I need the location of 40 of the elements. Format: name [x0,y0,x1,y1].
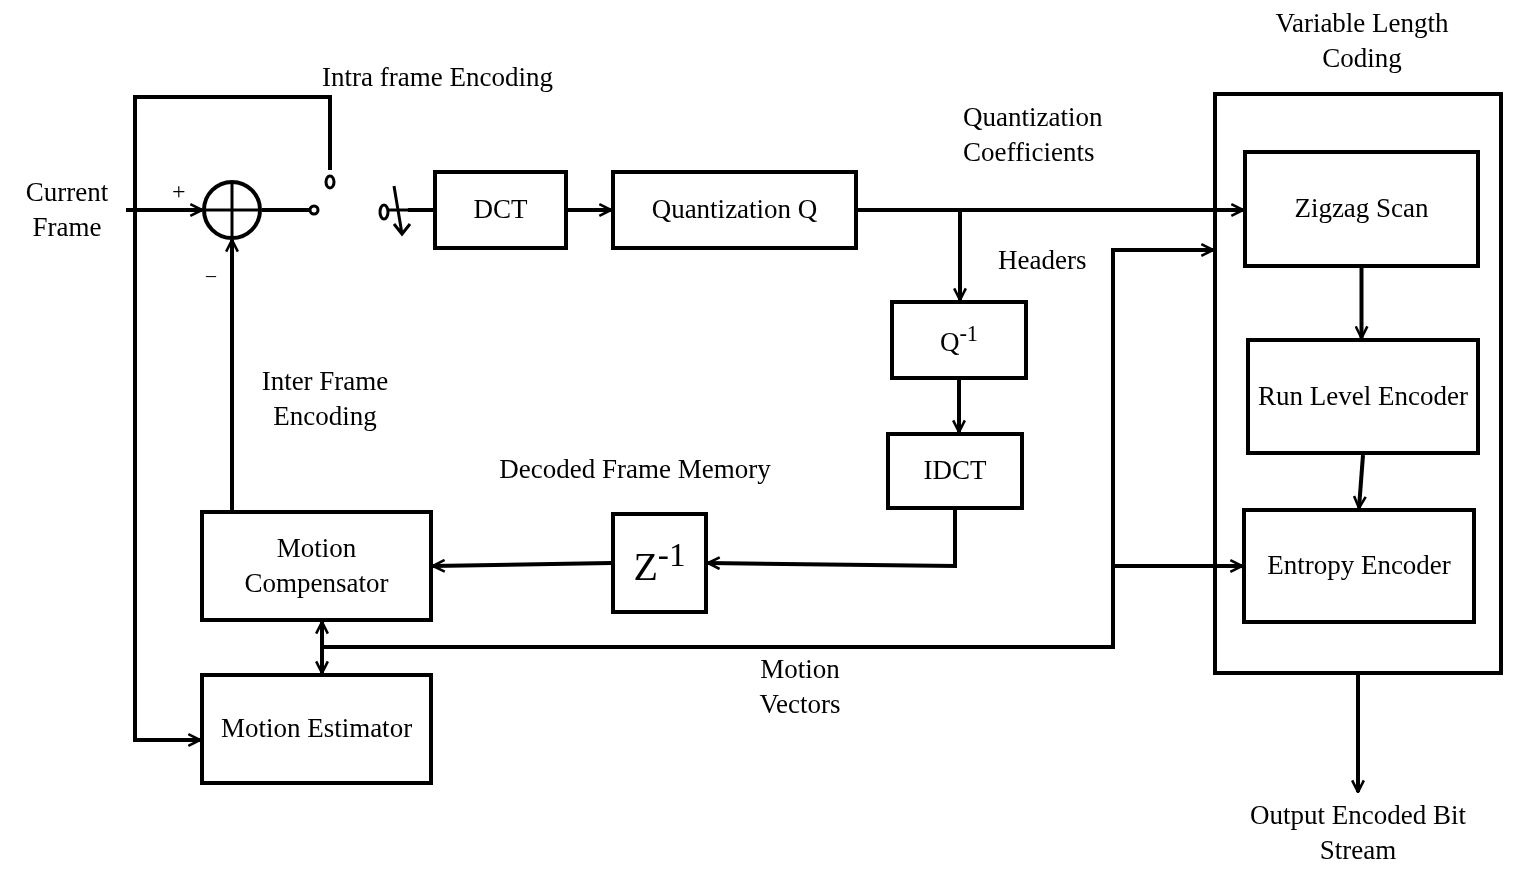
box-label: Motion Estimator [220,712,413,746]
arrow [1350,675,1366,794]
caption-text: Decoded Frame Memory [498,453,772,486]
process-box [886,432,1024,510]
annotation-text: Quantization Coefficients [963,101,1104,170]
arrow [1354,268,1369,340]
arrow [126,208,202,748]
sign-label: + [172,177,187,206]
adder-circle [202,180,262,240]
box-label: Q$^{-1}$ [939,320,979,360]
box-label: Z$^{-1}$ [633,534,686,592]
process-box [200,510,433,622]
process-box [611,170,858,250]
arrow [1352,454,1367,510]
process-box [890,300,1028,380]
annotation-text: Intra frame Encoding [322,61,554,94]
arrow [568,202,613,218]
arrow [858,208,968,302]
annotation-text: Motion Vectors [758,653,842,722]
box-label: Run Level Encoder [1258,379,1468,413]
box-label: Quantization Q [651,193,818,227]
arrow [951,380,967,434]
box-label: Zigzag Scan [1294,192,1429,226]
output-label: Output Encoded Bit Stream [1249,798,1467,867]
arrow [224,238,240,510]
box-label: Motion Compensator [243,531,390,600]
process-box [200,673,433,785]
group-heading: Variable Length Coding [1274,7,1450,76]
process-box [1243,150,1480,268]
annotation-text: Inter Frame Encoding [260,365,390,434]
box-label: Entropy Encoder [1267,549,1451,583]
process-box [433,170,568,250]
sign-label: – [206,263,217,288]
process-box [1246,338,1480,455]
process-box [611,512,708,614]
annotation-text: Headers [998,244,1088,277]
process-box [1242,508,1476,624]
box-label: DCT [473,193,528,227]
input-label: Current Frame [24,175,110,244]
box-label: IDCT [923,454,987,488]
